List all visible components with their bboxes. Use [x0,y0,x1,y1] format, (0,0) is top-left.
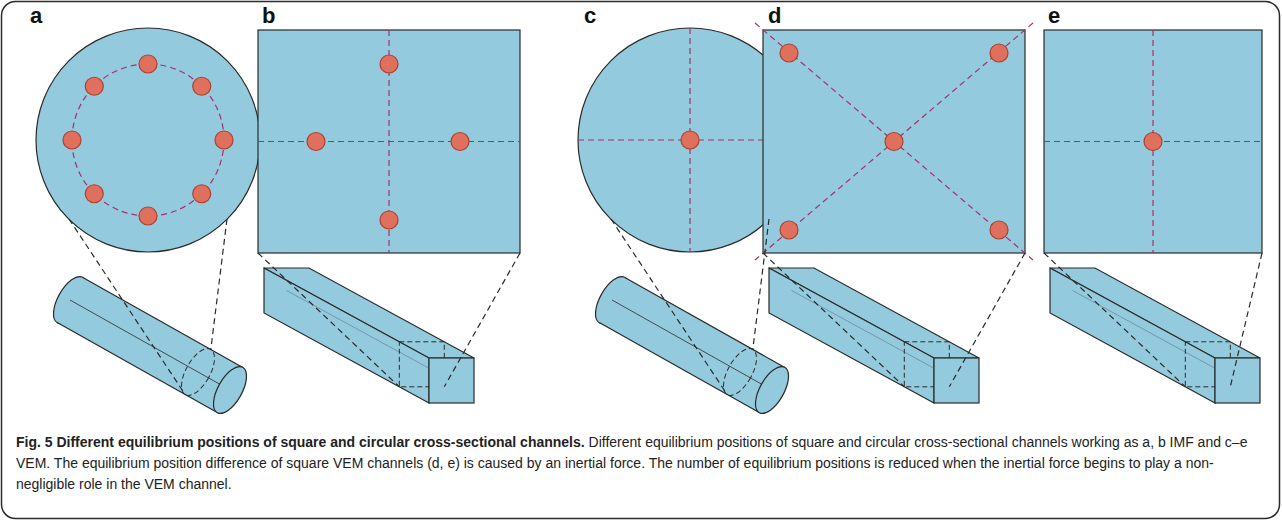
cylinder-body [57,277,243,412]
particle-dot [85,185,103,203]
square-cross-section [1044,30,1262,253]
particle-dot [780,221,798,239]
prism-end [1215,358,1260,403]
particle-dot [85,77,103,95]
figure-title: Fig. 5 Different equilibrium positions o… [16,434,585,450]
particle-dot [63,131,81,149]
dashed-line [755,23,1033,260]
dashed-line [444,253,520,387]
dashed-line [1044,253,1185,387]
dashed-line [949,253,1025,387]
prism-side [769,268,934,403]
particle-dot [139,207,157,225]
circular-cross-section [36,28,260,252]
figure-caption-block: Fig. 5 Different equilibrium positions o… [16,432,1266,495]
cylinder-body [599,277,785,412]
dashed-line [763,253,904,387]
particle-dot [681,131,699,149]
dashed-line [69,219,185,395]
particle-dot [307,133,325,151]
dashed-line [755,23,1033,260]
cylinder-end [207,361,253,418]
cylinder-axis [70,300,230,390]
particle-dot [451,133,469,151]
panel-letter: c [584,5,596,27]
particle-dot [215,131,233,149]
square-cross-section [258,30,520,253]
cylinder-edge [599,323,759,413]
panel-letter: a [30,5,42,27]
prism-end [934,358,979,403]
particle-dot [885,133,903,151]
panel-letter: e [1048,5,1060,27]
cylinder-edge [57,323,217,413]
dashed-line [1230,253,1262,387]
cylinder-axis [612,300,772,390]
prism-side [264,268,429,403]
cylinder-edge [625,277,785,367]
dashed-line [211,219,227,349]
dashed-circle [72,64,224,216]
dashed-line [258,253,399,387]
particle-dot [380,211,398,229]
dashed-line [753,219,769,349]
panel-letter: b [262,5,275,27]
particle-dot [139,55,157,73]
section-marker [717,343,763,400]
particle-dot [1144,133,1162,151]
cylinder-edge [83,277,243,367]
dashed-line [258,141,520,142]
section-marker [175,343,221,400]
particle-dot [193,77,211,95]
cylinder-end [749,361,795,418]
particle-dot [193,185,211,203]
particle-dot [990,44,1008,62]
particle-dot [380,55,398,73]
dashed-line [611,219,727,395]
prism-end [429,358,474,403]
particle-dot [780,44,798,62]
particle-dot [990,221,1008,239]
panel-letter: d [768,5,781,27]
prism-side [1050,268,1215,403]
